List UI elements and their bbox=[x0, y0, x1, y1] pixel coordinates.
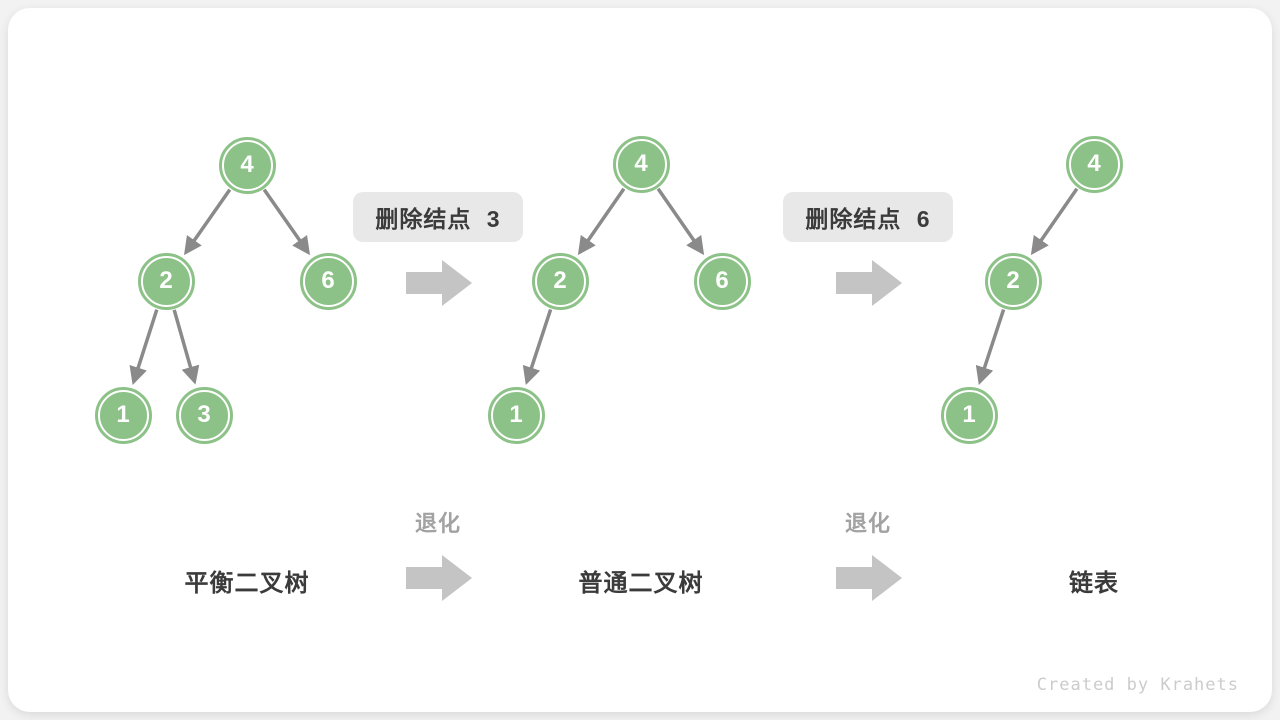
tree1-node: 1 bbox=[94, 386, 152, 444]
tree2-node: 4 bbox=[612, 135, 670, 193]
tree3-caption: 链表 bbox=[1069, 570, 1119, 597]
tree2-node: 1 bbox=[487, 386, 545, 444]
diagram-card bbox=[8, 8, 1272, 712]
tree2-node: 6 bbox=[693, 252, 751, 310]
degrade-label: 退化 bbox=[844, 511, 891, 536]
tree1-node: 2 bbox=[137, 252, 195, 310]
tree1-node: 4 bbox=[218, 136, 276, 194]
degrade-label: 退化 bbox=[414, 511, 461, 536]
watermark: Created by Krahets bbox=[1036, 675, 1239, 695]
delete-node-label: 删除结点 3 bbox=[353, 192, 523, 242]
tree2-node: 2 bbox=[531, 252, 589, 310]
tree3-node: 2 bbox=[984, 252, 1042, 310]
tree3-node: 1 bbox=[940, 386, 998, 444]
tree3-node: 4 bbox=[1065, 135, 1123, 193]
tree1-node: 3 bbox=[175, 386, 233, 444]
tree1-node: 6 bbox=[299, 252, 357, 310]
delete-node-label: 删除结点 6 bbox=[783, 192, 953, 242]
tree1-caption: 平衡二叉树 bbox=[184, 570, 310, 597]
tree2-caption: 普通二叉树 bbox=[578, 570, 704, 597]
